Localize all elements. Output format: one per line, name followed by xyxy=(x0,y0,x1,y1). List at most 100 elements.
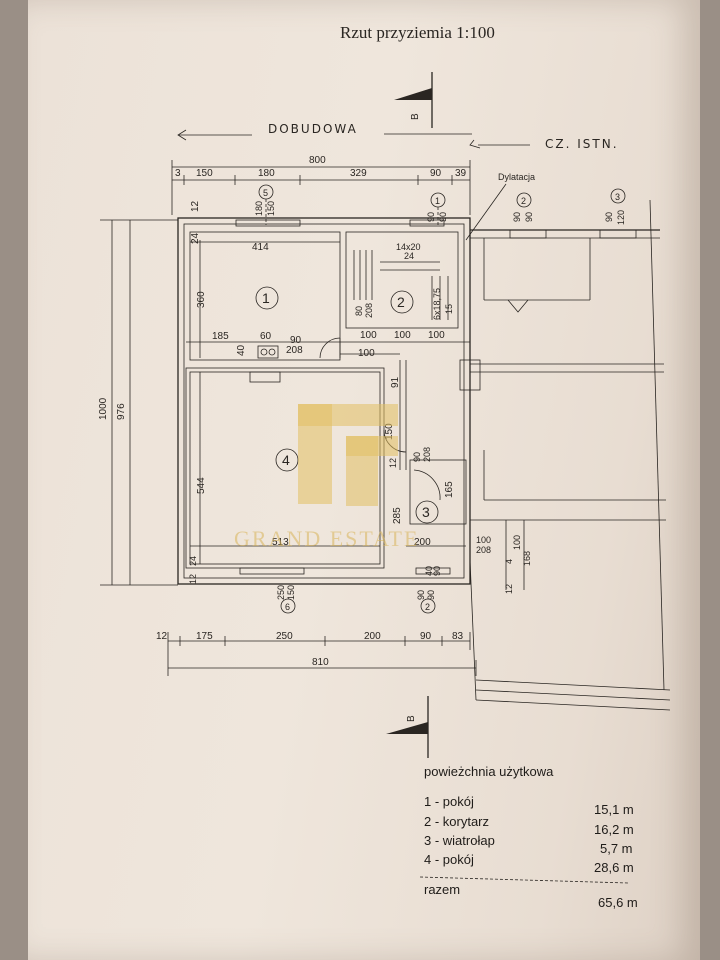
dim-misc-0: 12 xyxy=(190,200,201,212)
dim-misc-18: 15 xyxy=(444,304,454,314)
dim-top-0: 150 xyxy=(196,168,213,179)
legend-total-label: razem xyxy=(424,882,460,897)
dim-bottom-2: 250 xyxy=(276,631,293,642)
axis-marker-2-bottom: 2 xyxy=(425,602,430,612)
dim-misc-17: 6x18,75 xyxy=(432,288,442,320)
window-label-11: 90 xyxy=(426,590,436,600)
window-label-0: 180 xyxy=(254,201,264,216)
dim-misc-10: 100 xyxy=(394,330,411,341)
dim-misc-25: 165 xyxy=(444,481,455,498)
dim-top-total: 800 xyxy=(309,155,326,166)
axis-marker-2-top: 2 xyxy=(521,196,526,206)
building-walls xyxy=(177,217,471,585)
window-label-1: 150 xyxy=(266,201,276,216)
dim-top-1: 180 xyxy=(258,168,275,179)
dim-bottom-3: 200 xyxy=(364,631,381,642)
dim-misc-14: 24 xyxy=(404,251,414,261)
room-number-4: 4 xyxy=(282,452,290,468)
dim-misc-35: 100 xyxy=(512,535,522,550)
window-label-6: 90 xyxy=(604,212,614,222)
existing-part-label: CZ. ISTN. xyxy=(545,137,619,151)
window-label-3: 90 xyxy=(438,212,448,222)
dim-misc-31: 24 xyxy=(188,556,198,566)
legend-row-2-label: 2 - korytarz xyxy=(424,814,489,829)
dim-misc-20: 150 xyxy=(384,423,395,440)
dim-misc-8: 40 xyxy=(236,344,247,356)
dim-misc-28: 200 xyxy=(414,537,431,548)
legend-row-1-value: 15,1 m xyxy=(594,802,634,817)
staircase xyxy=(353,250,449,320)
dim-misc-11: 100 xyxy=(428,330,445,341)
room-number-3: 3 xyxy=(422,504,430,520)
legend-row-4-value: 28,6 m xyxy=(594,860,634,875)
section-label-top: B xyxy=(410,113,421,120)
room-number-2: 2 xyxy=(397,294,405,310)
dim-bottom-0: 12 xyxy=(156,631,168,642)
dim-bottom-5: 83 xyxy=(452,631,464,642)
window-label-2: 90 xyxy=(426,212,436,222)
watermark-logo: GRAND ESTATE xyxy=(234,404,419,551)
legend-row-1-label: 1 - pokój xyxy=(424,794,474,809)
window-label-8: 250 xyxy=(276,585,286,600)
dim-misc-15: 80 xyxy=(354,306,364,316)
dim-misc-32: 12 xyxy=(188,574,198,584)
window-label-9: 150 xyxy=(286,585,296,600)
dim-misc-22: 544 xyxy=(196,477,207,494)
dim-top-4: 39 xyxy=(455,168,467,179)
existing-building-part xyxy=(459,199,671,711)
dim-misc-38: 168 xyxy=(522,551,532,566)
section-label-bottom: B xyxy=(406,715,417,722)
dim-bottom-total: 810 xyxy=(312,657,329,668)
bottom-dimension-chain: 12 175 250 200 90 83 810 xyxy=(156,631,477,676)
axis-marker-1: 1 xyxy=(435,196,440,206)
dim-misc-4: 185 xyxy=(212,331,229,342)
window-label-4: 90 xyxy=(512,212,522,222)
window-label-5: 90 xyxy=(524,212,534,222)
dim-misc-1: 24 xyxy=(190,232,201,244)
dim-misc-7: 208 xyxy=(286,345,303,356)
dilation-label: Dylatacja xyxy=(498,172,535,182)
dim-misc-30: 208 xyxy=(476,545,491,555)
area-legend: powieżchnia użytkowa 1 - pokój 15,1 m 2 … xyxy=(419,764,638,910)
dim-misc-29: 100 xyxy=(476,535,491,545)
watermark-text: GRAND ESTATE xyxy=(234,526,419,551)
section-mark-bottom: B xyxy=(386,696,429,758)
room-number-1: 1 xyxy=(262,290,270,306)
dim-misc-27: 513 xyxy=(272,537,289,548)
dim-misc-33: 40 xyxy=(424,566,434,576)
dim-misc-16: 208 xyxy=(364,303,374,318)
axis-marker-6: 6 xyxy=(285,602,290,612)
dim-misc-3: 360 xyxy=(196,291,207,308)
dim-top-prefix: 3 xyxy=(175,168,181,179)
plan-title: Rzut przyziemia 1:100 xyxy=(340,23,495,42)
section-mark-top: B xyxy=(394,72,433,128)
dim-misc-13: 14x20 xyxy=(396,242,421,252)
legend-row-3-label: 3 - wiatrołap xyxy=(424,833,495,848)
dim-misc-23: 12 xyxy=(388,458,398,468)
dim-top-3: 90 xyxy=(430,168,442,179)
dim-left-outer: 1000 xyxy=(98,397,109,420)
window-labels-top: 180 150 90 90 90 90 90 120 xyxy=(254,201,626,225)
window-label-10: 90 xyxy=(416,590,426,600)
legend-heading: powieżchnia użytkowa xyxy=(424,764,554,779)
dim-misc-21: 208 xyxy=(422,447,432,462)
internal-dimensions: 12 24 414 360 185 60 90 208 40 100 100 1… xyxy=(188,200,532,594)
dim-left-inner: 976 xyxy=(116,403,127,420)
dim-misc-2: 414 xyxy=(252,242,269,253)
window-label-7: 120 xyxy=(616,210,626,225)
dim-top-2: 329 xyxy=(350,168,367,179)
legend-row-3-value: 5,7 m xyxy=(600,841,633,856)
legend-total-value: 65,6 m xyxy=(598,895,638,910)
dim-bottom-1: 175 xyxy=(196,631,213,642)
dim-misc-19: 91 xyxy=(390,376,401,388)
dim-misc-9: 100 xyxy=(360,330,377,341)
legend-row-4-label: 4 - pokój xyxy=(424,852,474,867)
dim-bottom-4: 90 xyxy=(420,631,432,642)
dim-misc-12: 100 xyxy=(358,348,375,359)
axis-markers-top: 5 1 2 3 xyxy=(258,184,626,225)
dim-misc-6: 90 xyxy=(290,335,302,346)
top-dimension-chain: 800 3 150 180 329 90 39 Dylatacja xyxy=(171,155,535,241)
left-dimension-chain: 1000 976 xyxy=(98,219,178,586)
axis-marker-3-top: 3 xyxy=(615,192,620,202)
